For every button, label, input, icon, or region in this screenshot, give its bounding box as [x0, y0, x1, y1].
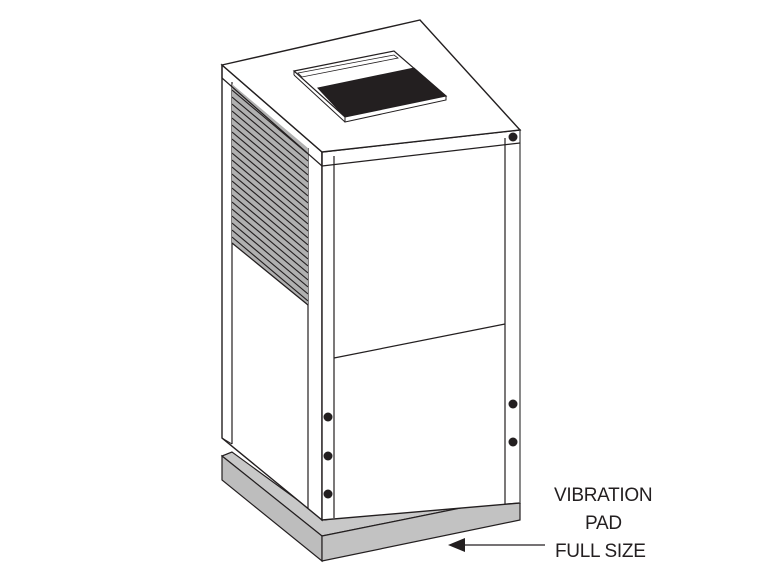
screws [323, 132, 518, 499]
panel-seam [333, 323, 506, 359]
screw-icon [508, 399, 518, 409]
callout-label-line1: VIBRATION [554, 485, 653, 506]
top-vent [292, 50, 448, 123]
cabinet-front [321, 129, 521, 521]
screw-icon [323, 489, 333, 499]
arrowhead-icon [448, 538, 465, 552]
callout-label-line2: PAD [585, 513, 622, 534]
screw-icon [508, 437, 518, 447]
callout-label-line3: FULL SIZE [555, 541, 646, 562]
screw-icon [323, 451, 333, 461]
callout-arrow [448, 538, 545, 552]
screw-icon [323, 412, 333, 422]
screw-icon [508, 132, 518, 142]
